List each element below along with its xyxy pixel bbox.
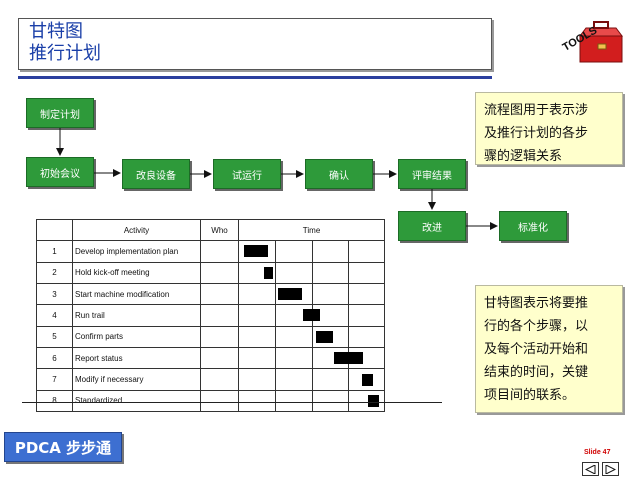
slide-title-line1: 甘特图	[29, 21, 83, 42]
gantt-row-num: 6	[36, 346, 73, 370]
note-flowchart-line: 流程图用于表示涉	[484, 103, 589, 118]
gantt-row-num: 8	[36, 389, 73, 413]
gantt-row-activity: Develop implementation plan	[72, 240, 201, 263]
gantt-row-num: 2	[36, 261, 73, 284]
gantt-row-activity: Hold kick-off meeting	[72, 261, 201, 284]
prev-slide-button[interactable]	[582, 462, 599, 476]
gantt-row-num: 3	[36, 282, 73, 306]
gantt-row-activity: Standardized	[72, 389, 201, 413]
gantt-bar	[278, 288, 302, 300]
next-slide-button[interactable]	[602, 462, 619, 476]
triangle-left-icon	[585, 464, 596, 474]
flow-step-improve2: 改进	[398, 211, 466, 241]
gantt-bar	[368, 395, 379, 407]
gantt-bar	[362, 374, 373, 386]
flow-step-review: 评审结果	[398, 159, 466, 189]
gantt-row-activity: Report status	[72, 346, 201, 370]
triangle-right-icon	[605, 464, 616, 474]
gantt-header-activity: Activity	[72, 218, 201, 242]
note-gantt-line: 及每个活动开始和	[484, 342, 589, 357]
flow-step-confirm: 确认	[305, 159, 373, 189]
gantt-bar	[334, 352, 363, 364]
flow-step-plan: 制定计划	[26, 98, 94, 128]
gantt-bar	[244, 245, 268, 257]
gantt-bar	[264, 267, 273, 279]
gantt-row-activity: Confirm parts	[72, 325, 201, 348]
note-gantt-line: 结束的时间，关键	[484, 365, 589, 380]
gantt-row-activity: Run trail	[72, 304, 201, 327]
gantt-header-num	[36, 218, 73, 242]
gantt-header-who: Who	[200, 218, 239, 242]
gantt-bar	[316, 331, 333, 343]
toolbox-icon: TOOLS	[561, 21, 623, 63]
note-gantt: 甘特图表示将要推 行的各个步骤，以 及每个活动开始和 结束的时间，关键 项目间的…	[475, 285, 623, 413]
gantt-row-num: 1	[36, 240, 73, 263]
gantt-header-time: Time	[237, 218, 386, 242]
note-flowchart-line: 骤的逻辑关系	[484, 149, 563, 164]
baseline-divider	[22, 402, 442, 403]
note-gantt-line: 项目间的联系。	[484, 388, 576, 403]
note-gantt-line: 甘特图表示将要推	[484, 296, 589, 311]
pdca-badge: PDCA 步步通	[4, 432, 122, 462]
note-flowchart: 流程图用于表示涉 及推行计划的各步 骤的逻辑关系	[475, 92, 623, 165]
gantt-row-num: 5	[36, 325, 73, 348]
flow-step-standardize: 标准化	[499, 211, 567, 241]
gantt-header-row: Activity Who Time	[36, 218, 386, 242]
flow-step-trial: 试运行	[213, 159, 281, 189]
note-flowchart-line: 及推行计划的各步	[484, 126, 589, 141]
flow-step-improve: 改良设备	[122, 159, 190, 189]
slide-title-line2: 推行计划	[29, 43, 101, 64]
gantt-bar	[303, 309, 320, 321]
gantt-row-num: 4	[36, 304, 73, 327]
note-gantt-line: 行的各个步骤，以	[484, 319, 589, 334]
title-divider	[18, 76, 492, 79]
gantt-row-activity: Modify if necessary	[72, 368, 201, 391]
slide-number: Slide 47	[584, 449, 611, 456]
title-box: 甘特图 推行计划	[18, 18, 492, 70]
gantt-row-activity: Start machine modification	[72, 282, 201, 306]
flow-step-kickoff: 初始会议	[26, 157, 94, 187]
gantt-row-num: 7	[36, 368, 73, 391]
